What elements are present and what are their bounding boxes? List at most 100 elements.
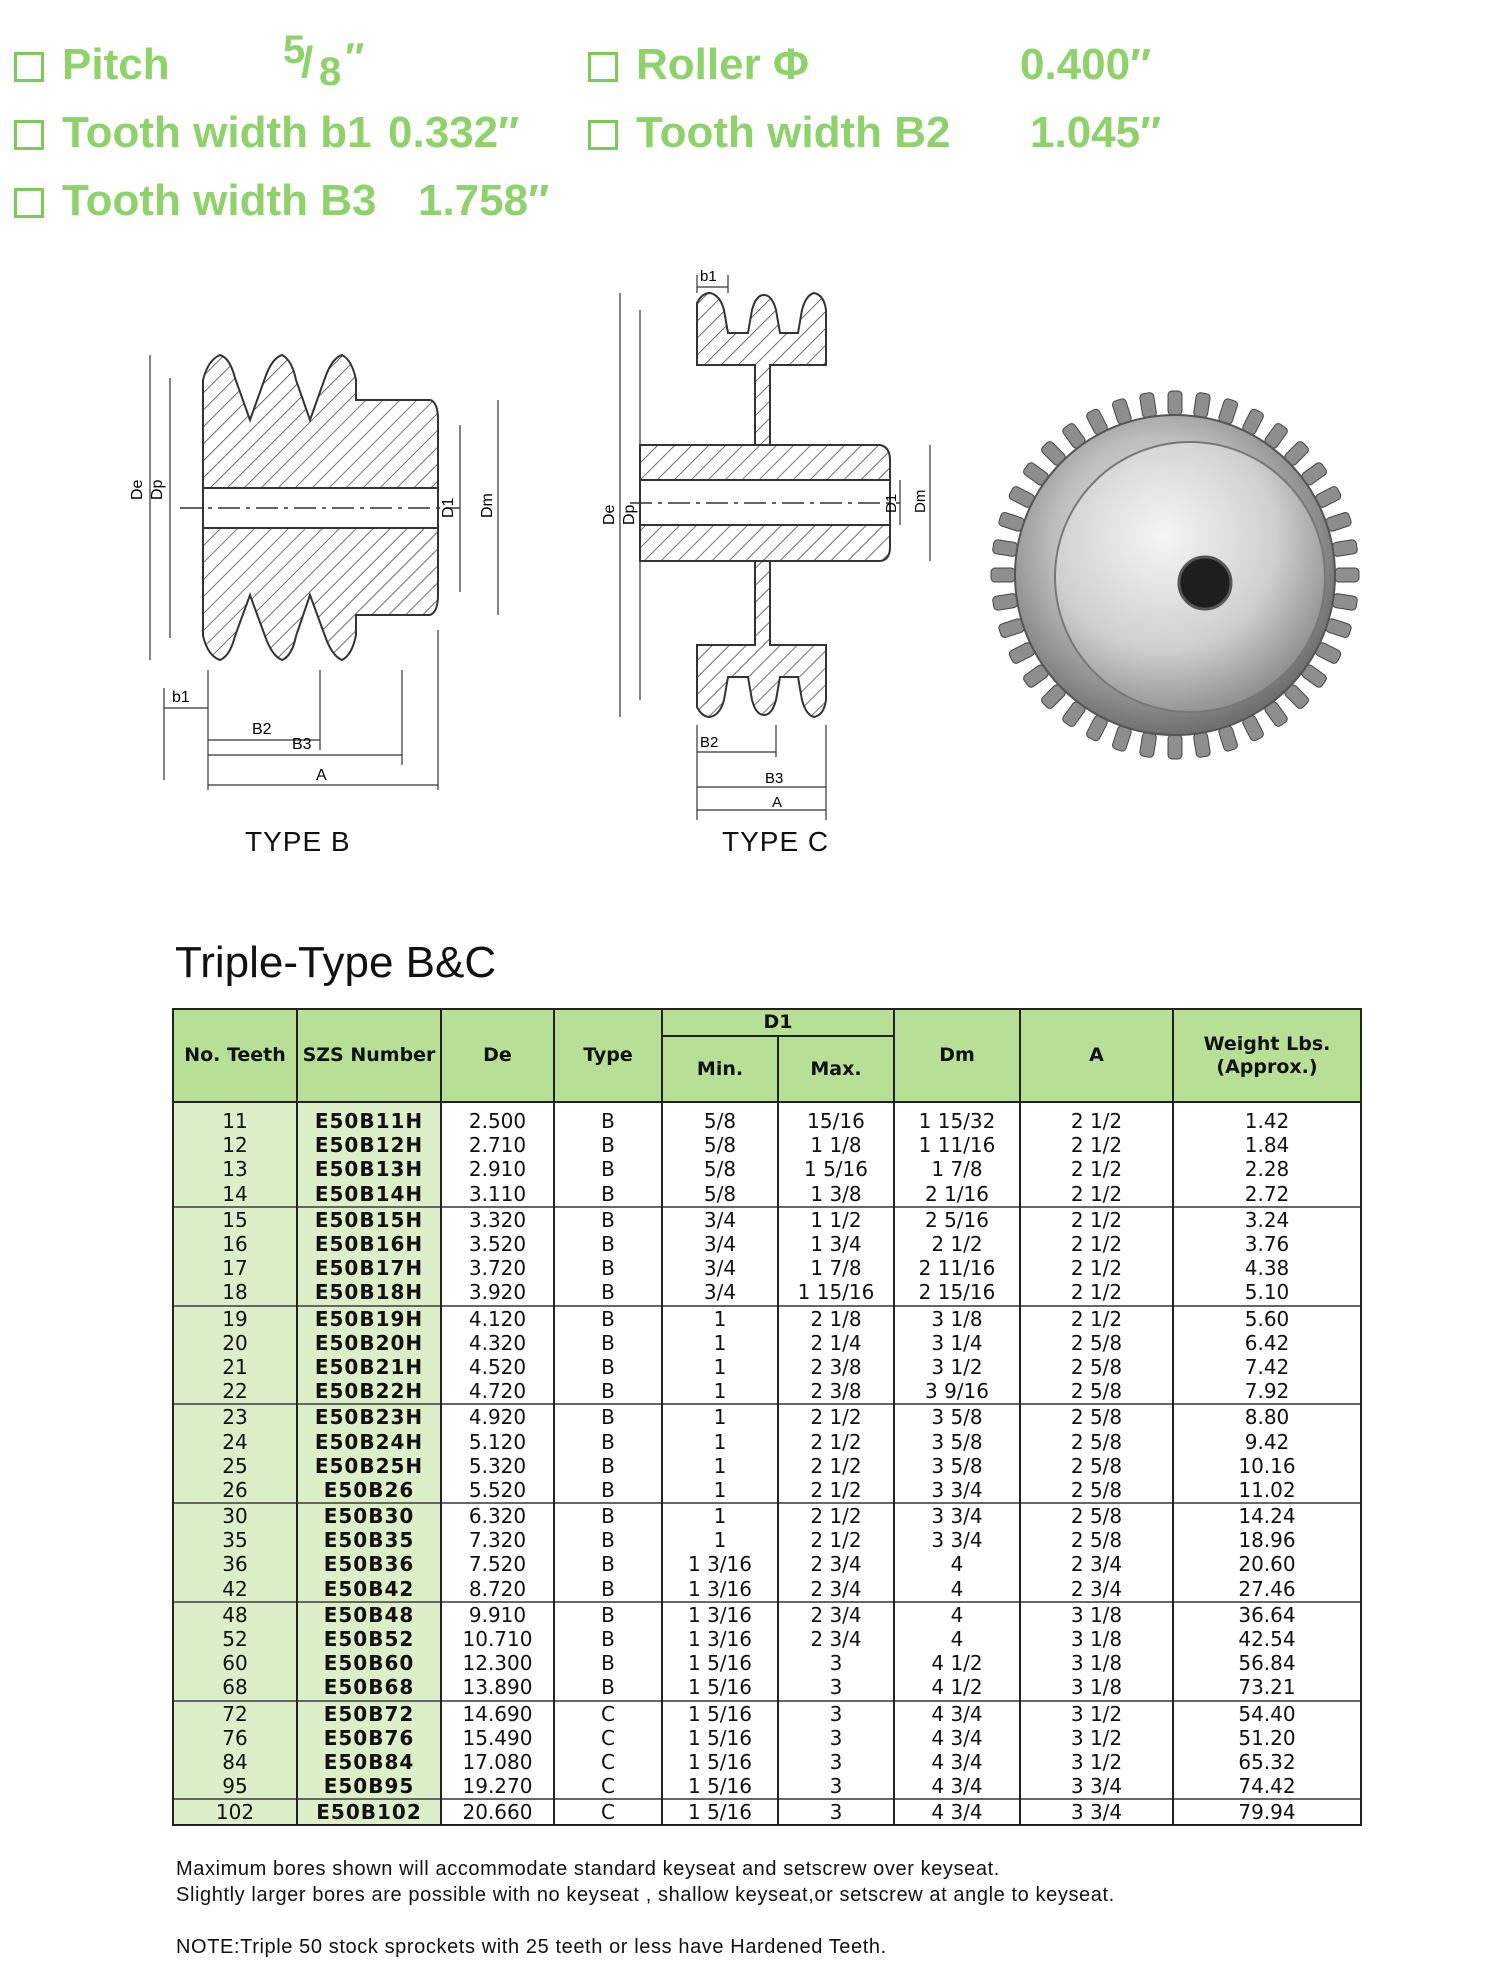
cell-number: E50B13H: [296, 1157, 442, 1182]
cell-type: B: [553, 1651, 663, 1676]
cell-max: 2 3/4: [777, 1600, 895, 1627]
cell-dm: 1 7/8: [893, 1157, 1021, 1182]
cell-type: B: [553, 1102, 663, 1134]
cell-a: 2 5/8: [1019, 1528, 1174, 1553]
cell-dm: 3 3/4: [893, 1477, 1021, 1503]
cell-teeth: 16: [172, 1231, 298, 1257]
cell-type: B: [553, 1205, 663, 1232]
type-c-upper-teeth: [696, 291, 827, 446]
cell-min: 1 3/16: [661, 1552, 779, 1577]
cell-weight: 2.28: [1172, 1157, 1362, 1182]
cell-type: C: [553, 1774, 663, 1800]
cell-max: 2 1/2: [777, 1501, 895, 1529]
cell-min: 1: [661, 1453, 779, 1478]
cell-max: 3: [777, 1725, 895, 1750]
cell-type: B: [553, 1626, 663, 1652]
cell-type: B: [553, 1501, 663, 1529]
type-b-upper-section: [202, 353, 439, 489]
cell-max: 2 3/4: [777, 1552, 895, 1577]
cell-teeth: 60: [172, 1651, 298, 1676]
cell-dm: 4 1/2: [893, 1675, 1021, 1701]
cell-min: 1 3/16: [661, 1576, 779, 1602]
cell-min: 1 5/16: [661, 1798, 779, 1827]
cell-type: B: [553, 1552, 663, 1577]
cell-weight: 65.32: [1172, 1749, 1362, 1775]
note-line-1: Maximum bores shown will accommodate sta…: [176, 1858, 1000, 1880]
cell-a: 2 1/2: [1019, 1181, 1174, 1207]
cell-dm: 4 1/2: [893, 1651, 1021, 1676]
cell-teeth: 13: [172, 1157, 298, 1182]
cell-max: 2 3/8: [777, 1354, 895, 1380]
sprocket-teeth: [990, 390, 1360, 760]
sprocket-photo: [990, 390, 1360, 760]
cell-number: E50B72: [296, 1699, 442, 1726]
cell-teeth: 95: [172, 1774, 298, 1800]
cell-dm: 2 1/16: [893, 1181, 1021, 1207]
table-title: Triple-Type B&C: [175, 938, 497, 987]
cell-a: 3 1/8: [1019, 1600, 1174, 1627]
header-type: Type: [553, 1008, 663, 1103]
spec-pitch: Pitch: [14, 40, 170, 90]
cell-de: 9.910: [440, 1600, 555, 1627]
cell-min: 1: [661, 1477, 779, 1503]
cell-max: 15/16: [777, 1102, 895, 1134]
header-d1-min: Min.: [661, 1035, 779, 1103]
cell-a: 2 1/2: [1019, 1157, 1174, 1182]
type-b-diagram: De Dp D1 Dm b1 B2 B3 A: [129, 353, 499, 790]
cell-number: E50B21H: [296, 1354, 442, 1380]
cell-number: E50B30: [296, 1501, 442, 1529]
cell-teeth: 17: [172, 1256, 298, 1281]
label-b2: B2: [700, 734, 718, 751]
cell-number: E50B76: [296, 1725, 442, 1750]
label-dp: Dp: [621, 504, 638, 525]
cell-number: E50B14H: [296, 1181, 442, 1207]
cell-teeth: 84: [172, 1749, 298, 1775]
label-a: A: [772, 794, 782, 811]
cell-weight: 5.10: [1172, 1280, 1362, 1306]
cell-type: B: [553, 1304, 663, 1331]
cell-max: 3: [777, 1774, 895, 1800]
cell-type: B: [553, 1379, 663, 1405]
cell-teeth: 48: [172, 1600, 298, 1627]
cell-min: 1 5/16: [661, 1774, 779, 1800]
label-b1: b1: [172, 689, 190, 706]
cell-dm: 3 3/4: [893, 1501, 1021, 1529]
type-c-diagram: b1 De Dp D1 Dm B2 B3 A: [601, 268, 931, 820]
cell-de: 2.910: [440, 1157, 555, 1182]
cell-de: 2.500: [440, 1102, 555, 1134]
cell-de: 17.080: [440, 1749, 555, 1775]
cell-max: 1 7/8: [777, 1256, 895, 1281]
cell-number: E50B12H: [296, 1133, 442, 1158]
cell-de: 4.520: [440, 1354, 555, 1380]
cell-weight: 14.24: [1172, 1501, 1362, 1529]
cell-dm: 3 1/8: [893, 1304, 1021, 1331]
cell-max: 2 1/2: [777, 1403, 895, 1430]
cell-type: C: [553, 1798, 663, 1827]
cell-teeth: 25: [172, 1453, 298, 1478]
cell-de: 3.520: [440, 1231, 555, 1257]
cell-number: E50B42: [296, 1576, 442, 1602]
cell-de: 4.120: [440, 1304, 555, 1331]
cell-max: 3: [777, 1749, 895, 1775]
cell-de: 12.300: [440, 1651, 555, 1676]
cell-weight: 2.72: [1172, 1181, 1362, 1207]
cell-number: E50B36: [296, 1552, 442, 1577]
cell-dm: 1 11/16: [893, 1133, 1021, 1158]
cell-dm: 2 5/16: [893, 1205, 1021, 1232]
sprocket-bore: [1177, 555, 1233, 611]
cell-weight: 1.84: [1172, 1133, 1362, 1158]
cell-weight: 79.94: [1172, 1798, 1362, 1827]
cell-number: E50B68: [296, 1675, 442, 1701]
